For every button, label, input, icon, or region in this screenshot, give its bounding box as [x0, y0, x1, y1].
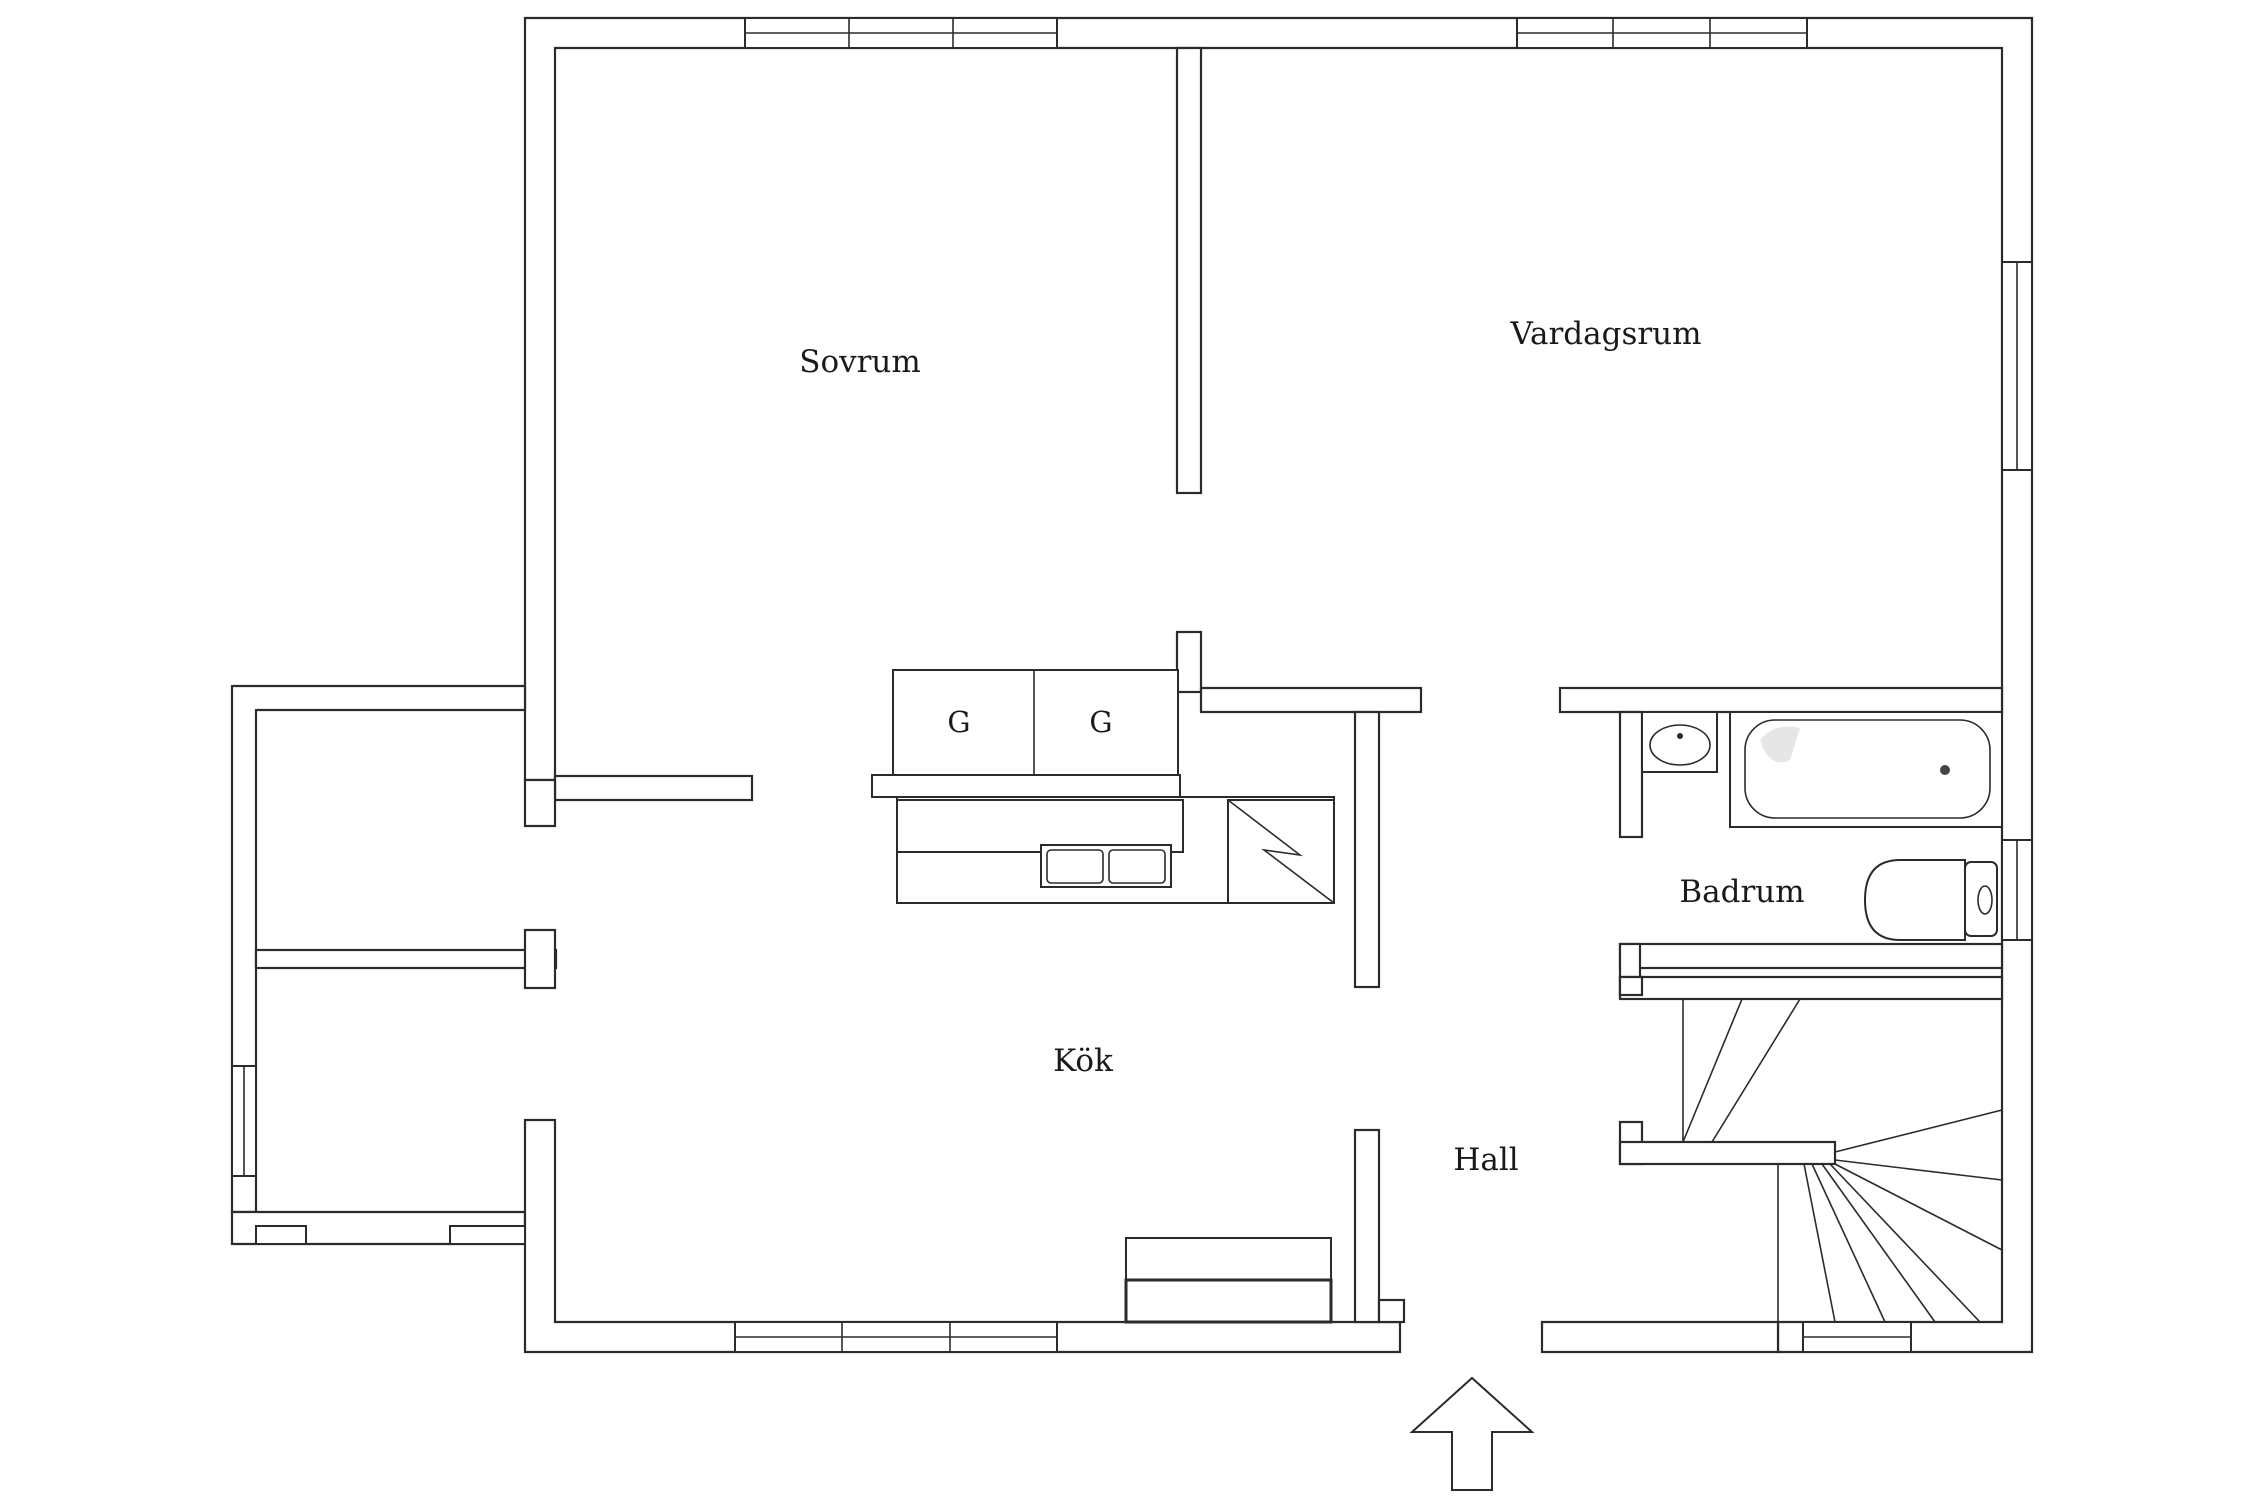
- windows: [231, 17, 2033, 1353]
- bathtub-icon: [1729, 711, 2003, 828]
- room-label-badrum: Badrum: [1679, 874, 1805, 910]
- bathroom-fixtures: [1641, 711, 2003, 941]
- room-label-sovrum: Sovrum: [799, 344, 921, 380]
- kitchen-counter-lower: [1124, 1237, 1333, 1324]
- toilet-icon: [1863, 859, 1998, 941]
- room-label-hall: Hall: [1453, 1142, 1519, 1178]
- kitchen-sink-icon: [1040, 844, 1172, 888]
- stove-icon: [1227, 799, 1335, 904]
- washbasin-icon: [1641, 711, 1718, 773]
- entrance-arrow-icon: [1409, 1376, 1535, 1491]
- appliance-label-g1: G: [947, 705, 971, 739]
- staircase-icon: [1682, 998, 2003, 1323]
- kitchen-fixtures: [871, 669, 1335, 1324]
- room-label-vardagsrum: Vardagsrum: [1510, 316, 1702, 352]
- appliance-label-g2: G: [1089, 705, 1113, 739]
- room-label-kok: Kök: [1053, 1043, 1113, 1079]
